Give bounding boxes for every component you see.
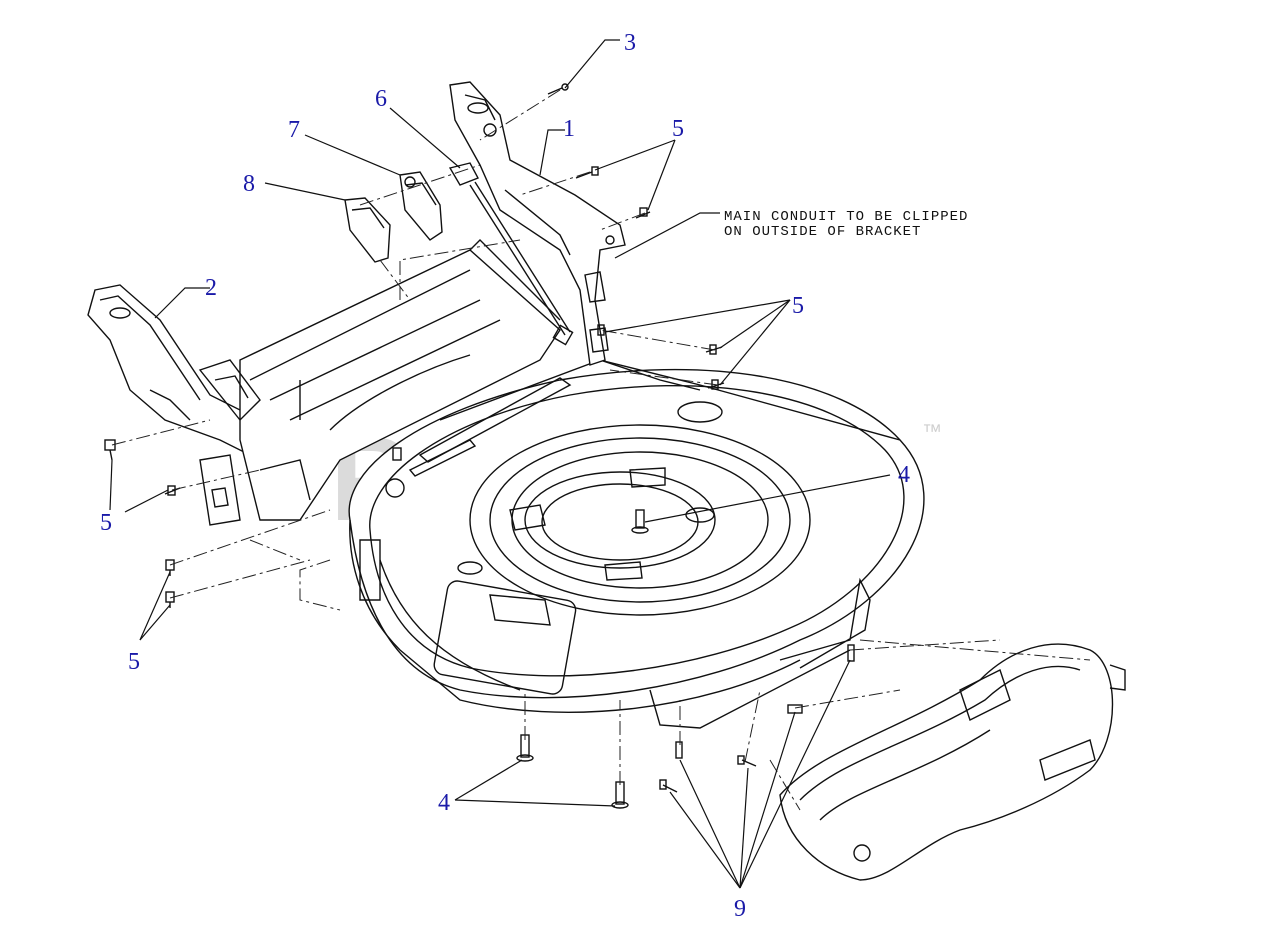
key-part-8 <box>344 197 391 263</box>
leader-lines <box>109 39 891 889</box>
switch-part-7 <box>399 171 443 241</box>
callout-5-left-upper: 5 <box>100 510 112 536</box>
callout-5-right: 5 <box>792 293 804 319</box>
note-line-1: MAIN CONDUIT TO BE CLIPPED <box>724 209 968 225</box>
callout-5-left-lower: 5 <box>128 649 140 675</box>
bracket-part-6 <box>448 162 574 346</box>
watermark-trademark: ™ <box>922 421 942 443</box>
callout-2: 2 <box>205 275 217 301</box>
callout-9: 9 <box>734 896 746 922</box>
callout-8: 8 <box>243 171 255 197</box>
right-handle-bracket <box>449 81 626 366</box>
callout-4-bottom: 4 <box>438 790 450 816</box>
callout-3: 3 <box>624 30 636 56</box>
callout-4-center: 4 <box>898 462 910 488</box>
callout-6: 6 <box>375 86 387 112</box>
mower-deck <box>348 359 925 729</box>
screws <box>104 83 855 809</box>
rear-housing <box>198 239 561 521</box>
assembly-lines <box>111 89 1091 811</box>
callout-5-top: 5 <box>672 116 684 142</box>
callout-1: 1 <box>563 116 575 142</box>
front-bumper <box>779 643 1126 881</box>
note-line-2: ON OUTSIDE OF BRACKET <box>724 224 921 240</box>
callout-7: 7 <box>288 117 300 143</box>
